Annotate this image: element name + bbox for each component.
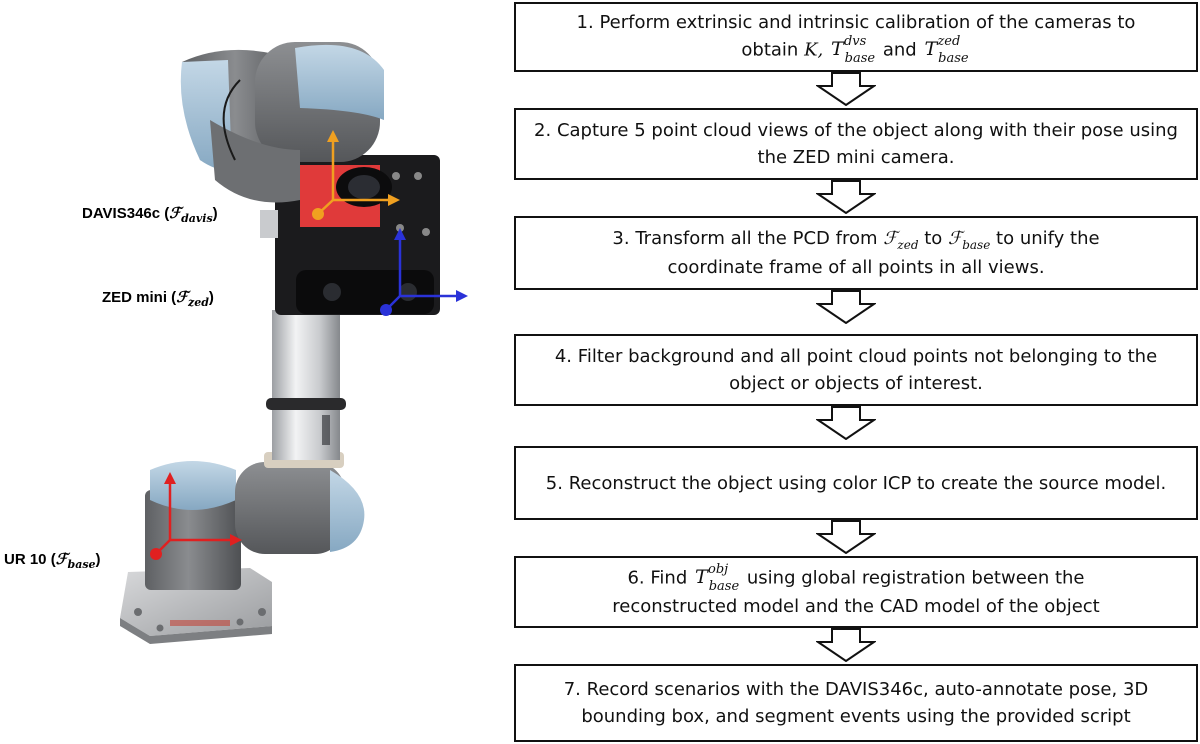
arrow-5 <box>816 520 876 554</box>
step-1-t-dvs-sub: base <box>844 51 876 66</box>
step-3-part3: coordinate frame of all points in all vi… <box>667 257 1045 278</box>
zed-frame-symbol: ℱ <box>176 288 188 306</box>
step-6-t-obj-sub: base <box>708 579 740 594</box>
step-3-frame-zed-sub: zed <box>897 238 919 252</box>
davis-frame-symbol: ℱ <box>169 204 182 222</box>
step-5-text: 5. Reconstruct the object using color IC… <box>546 470 1166 497</box>
zed-frame-sub: zed <box>187 296 209 309</box>
step-3-frame-base: ℱbase <box>948 228 991 252</box>
step-1: 1. Perform extrinsic and intrinsic calib… <box>514 2 1198 72</box>
arrow-3 <box>816 290 876 324</box>
step-5-num: 5. <box>545 472 563 494</box>
step-1-t-dvs-sup: dvs <box>843 34 867 49</box>
arrow-1 <box>816 72 876 106</box>
step-5-body: Reconstruct the object using color ICP t… <box>568 472 1167 494</box>
step-1-num: 1. <box>576 12 594 33</box>
step-6-part1: using global registration between the <box>746 567 1085 589</box>
zed-label: ZED mini (ℱzed) <box>102 288 214 309</box>
step-3: 3. Transform all the PCD from ℱzed to ℱb… <box>514 216 1198 290</box>
arrow-2 <box>816 180 876 214</box>
step-2-text: 2. Capture 5 point cloud views of the ob… <box>526 117 1186 171</box>
step-2-num: 2. <box>534 120 552 141</box>
step-3-frame-zed: ℱzed <box>883 228 919 252</box>
robot-wrist <box>180 42 384 203</box>
zed-label-name: ZED mini <box>102 289 168 306</box>
ur-frame-symbol: ℱ <box>55 550 68 568</box>
robot-forearm-tube <box>266 310 346 460</box>
ur-label-name: UR 10 <box>4 551 47 568</box>
step-4-num: 4. <box>554 346 573 367</box>
step-6-part2: reconstructed model and the CAD model of… <box>612 596 1100 617</box>
base-frame-axes <box>150 472 242 560</box>
step-1-k: K, <box>804 39 824 61</box>
step-1-line1: Perform extrinsic and intrinsic calibrat… <box>599 12 1136 33</box>
step-1-and: and <box>882 39 917 61</box>
step-7-text: 7. Record scenarios with the DAVIS346c, … <box>526 676 1186 730</box>
step-1-text: 1. Perform extrinsic and intrinsic calib… <box>576 9 1136 66</box>
robot-arm-photo <box>120 42 468 644</box>
step-3-part2: to unify the <box>996 228 1100 249</box>
step-2: 2. Capture 5 point cloud views of the ob… <box>514 108 1198 180</box>
ur-frame-sub: base <box>67 558 96 571</box>
step-3-part1: Transform all the PCD from <box>635 228 878 249</box>
step-3-frame-zed-symbol: ℱ <box>883 228 898 249</box>
step-3-num: 3. <box>612 228 630 249</box>
robot-base-joint <box>145 452 365 590</box>
davis-label: DAVIS346c (ℱdavis) <box>82 204 218 225</box>
davis-label-name: DAVIS346c <box>82 205 161 222</box>
step-7: 7. Record scenarios with the DAVIS346c, … <box>514 664 1198 742</box>
step-2-body: Capture 5 point cloud views of the objec… <box>556 120 1178 168</box>
davis-frame-axes <box>312 130 400 220</box>
ur-label: UR 10 (ℱbase) <box>4 550 101 571</box>
davis-frame-sub: davis <box>181 212 213 225</box>
step-4-body: Filter background and all point cloud po… <box>577 346 1158 394</box>
step-5: 5. Reconstruct the object using color IC… <box>514 446 1198 520</box>
step-1-t-zed-sup: zed <box>937 34 961 49</box>
arrow-6 <box>816 628 876 662</box>
step-7-body: Record scenarios with the DAVIS346c, aut… <box>581 679 1149 727</box>
step-6-find: Find <box>650 567 688 589</box>
zed-frame-axes <box>380 228 468 316</box>
step-4-text: 4. Filter background and all point cloud… <box>526 343 1186 397</box>
arrow-4 <box>816 406 876 440</box>
step-6-t-obj-sup: obj <box>708 562 729 577</box>
step-3-text: 3. Transform all the PCD from ℱzed to ℱb… <box>612 225 1099 281</box>
step-1-t-zed-sub: base <box>938 51 969 66</box>
step-6-num: 6. <box>627 567 645 589</box>
step-4: 4. Filter background and all point cloud… <box>514 334 1198 406</box>
step-3-frame-base-sub: base <box>962 238 991 252</box>
step-3-frame-base-symbol: ℱ <box>948 228 963 249</box>
step-7-num: 7. <box>563 679 581 700</box>
step-1-obtain: obtain <box>741 39 799 61</box>
step-3-to: to <box>924 228 943 249</box>
